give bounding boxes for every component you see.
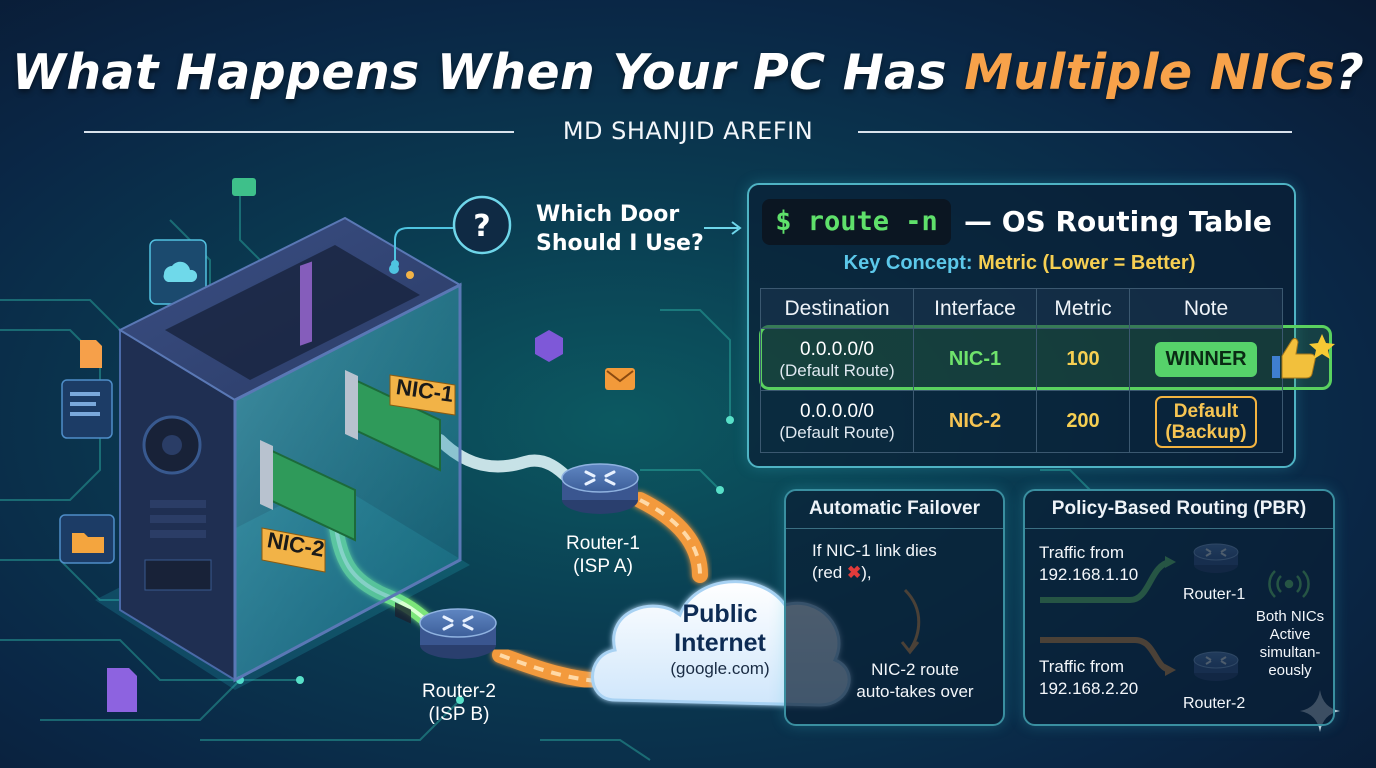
row2-dest: 0.0.0.0/0: [800, 400, 874, 422]
row1-note: WINNER: [1129, 328, 1283, 391]
pbr-router2-label: Router-2: [1183, 695, 1246, 712]
failover-result: NIC-2 route auto-takes over: [840, 659, 990, 703]
backup-badge: Default(Backup): [1155, 395, 1257, 448]
nic2-card: [260, 440, 356, 542]
failover-line-1: If NIC-1 link dies: [812, 541, 937, 560]
page-title: What Happens When Your PC Has Multiple N…: [0, 44, 1376, 101]
pbr-traffic2-line1: Traffic from: [1039, 657, 1125, 676]
table-header-row: Destination Interface Metric Note: [760, 288, 1283, 329]
question-line-1: Which Door: [536, 202, 680, 227]
router1-label: Router-1 (ISP A): [548, 532, 658, 578]
question-text: Which Door Should I Use?: [536, 200, 704, 258]
cloud-line-2: Internet: [674, 629, 766, 657]
pbr-traffic1-line2: 192.168.1.10: [1039, 565, 1139, 584]
failover-condition: If NIC-1 link dies (red ✖),: [812, 540, 937, 584]
pbr-note-line3: simultan-: [1259, 644, 1321, 661]
divider-right: [858, 131, 1292, 133]
pbr-title: Policy-Based Routing (PBR): [1051, 498, 1307, 519]
backup-line-2: (Backup): [1165, 421, 1247, 443]
row2-dest-sub: (Default Route): [779, 422, 895, 442]
pbr-note-line2: Active: [1269, 626, 1311, 643]
pbr-title-divider: [1025, 528, 1333, 529]
routing-table-title: — OS Routing Table: [964, 205, 1272, 238]
router1-isp: (ISP A): [573, 556, 633, 577]
failover-line-2-start: (red: [812, 563, 847, 582]
router1-name: Router-1: [566, 533, 640, 554]
divider-left: [84, 131, 514, 133]
router2-name: Router-2: [422, 681, 496, 702]
question-head-icon: ?: [452, 195, 512, 255]
circuit-traces: [0, 180, 1091, 761]
concept-value: Metric (Lower = Better): [978, 252, 1196, 274]
cloud-line-1: Public: [682, 600, 758, 628]
cloud-line-3: (google.com): [670, 659, 770, 678]
row1-dest: 0.0.0.0/0: [800, 338, 874, 360]
failover-line-2-end: ),: [861, 563, 872, 582]
nic1-tag: [389, 374, 456, 416]
failover-title-divider: [786, 528, 1003, 529]
row2-interface: NIC-2: [913, 390, 1037, 453]
question-line-2: Should I Use?: [536, 231, 704, 256]
pbr-note-line4: eously: [1268, 662, 1312, 679]
row2-metric: 200: [1036, 390, 1130, 453]
router2-icon: [419, 608, 497, 659]
green-file-icon: [232, 178, 256, 196]
red-x-icon: ✖: [846, 563, 862, 582]
thumbs-up-star-icon: [1272, 334, 1335, 379]
svg-text:?: ?: [473, 209, 490, 244]
row1-metric: 100: [1036, 328, 1130, 391]
failover-line-2: (red ✖),: [812, 562, 937, 584]
key-concept: Key Concept: Metric (Lower = Better): [747, 252, 1292, 275]
folder-icon: [59, 514, 115, 564]
routing-table: Destination Interface Metric Note 0.0.0.…: [760, 288, 1283, 453]
row2-note: Default(Backup): [1129, 390, 1283, 453]
table-row: 0.0.0.0/0 (Default Route) NIC-2 200 Defa…: [760, 390, 1283, 453]
nic2-tag: [261, 527, 326, 573]
row1-destination: 0.0.0.0/0 (Default Route): [760, 328, 914, 391]
title-tail: ?: [1335, 44, 1365, 101]
row2-destination: 0.0.0.0/0 (Default Route): [760, 390, 914, 453]
header-destination: Destination: [760, 288, 914, 329]
pbr-note: Both NICs Active simultan- eously: [1250, 608, 1330, 680]
title-main: What Happens When Your PC Has: [11, 44, 965, 101]
nic1-path: [434, 434, 576, 486]
failover-result-2: auto-takes over: [856, 682, 974, 701]
concept-key: Key Concept:: [843, 252, 973, 274]
pbr-traffic-2: Traffic from 192.168.2.20: [1039, 656, 1138, 700]
pbr-traffic1-line1: Traffic from: [1039, 543, 1125, 562]
mail-icon: [605, 368, 635, 390]
route-command: $ route -n: [762, 199, 951, 245]
purple-cube-icon: [535, 330, 563, 362]
purple-doc-icon: [107, 668, 137, 712]
pbr-traffic2-line2: 192.168.2.20: [1039, 679, 1139, 698]
pbr-traffic-1: Traffic from 192.168.1.10: [1039, 542, 1138, 586]
winner-badge: WINNER: [1155, 342, 1257, 377]
cloud-label: Public Internet (google.com): [620, 600, 820, 680]
failover-title: Automatic Failover: [808, 498, 981, 519]
cloud-folder-icon: [149, 239, 207, 305]
document-icon: [61, 379, 113, 439]
router2-label: Router-2 (ISP B): [404, 680, 514, 726]
backup-line-1: Default: [1173, 400, 1239, 422]
header-interface: Interface: [913, 288, 1037, 329]
title-accent: Multiple NICs: [964, 44, 1336, 101]
author-name: MD SHANJID AREFIN: [562, 117, 814, 145]
row1-dest-sub: (Default Route): [779, 360, 895, 380]
header-metric: Metric: [1036, 288, 1130, 329]
pbr-note-line1: Both NICs: [1255, 608, 1325, 625]
table-row: 0.0.0.0/0 (Default Route) NIC-1 100 WINN…: [760, 328, 1283, 391]
router2-isp: (ISP B): [428, 704, 490, 725]
file-icon: [80, 340, 102, 368]
row1-interface: NIC-1: [913, 328, 1037, 391]
header-note: Note: [1129, 288, 1283, 329]
failover-result-1: NIC-2 route: [871, 660, 959, 679]
router1-icon: [561, 463, 639, 514]
pbr-router1-label: Router-1: [1183, 586, 1246, 603]
